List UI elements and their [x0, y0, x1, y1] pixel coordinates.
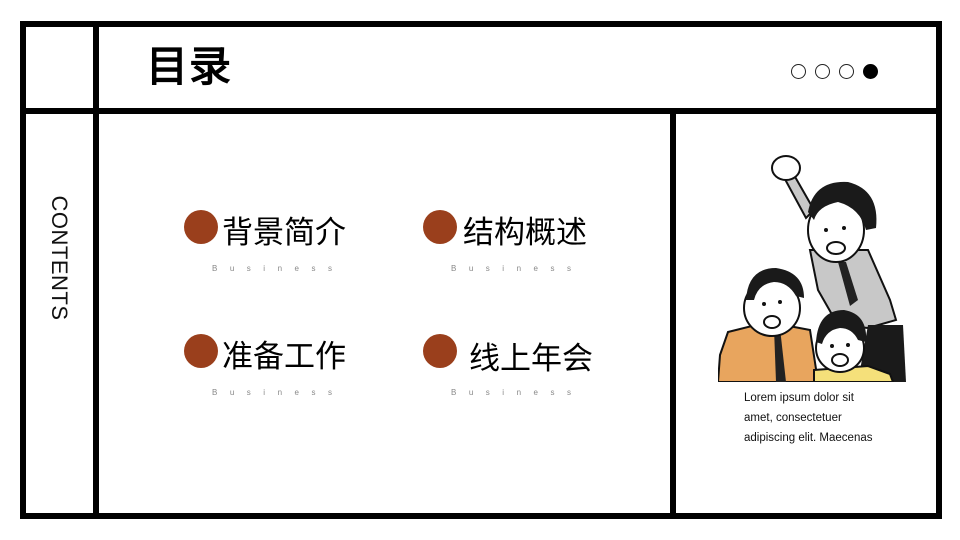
description-line: adipiscing elit. Maecenas [744, 432, 873, 444]
item-subtitle: Business [451, 264, 584, 273]
bullet-circle-icon [184, 334, 218, 368]
frame-left [20, 21, 26, 519]
frame-header-divider [20, 108, 942, 114]
page-dot-2[interactable] [815, 64, 830, 79]
page-dot-1[interactable] [791, 64, 806, 79]
frame-bottom [20, 513, 942, 519]
bullet-circle-icon [423, 334, 457, 368]
page-indicator [791, 64, 878, 79]
item-title: 背景简介 [222, 215, 346, 251]
item-title: 线上年会 [469, 341, 593, 377]
page-title: 目录 [146, 42, 233, 91]
sidebar-label: CONTENTS [47, 195, 72, 321]
item-subtitle: Business [212, 264, 345, 273]
item-title: 结构概述 [463, 215, 587, 251]
frame-top [20, 21, 942, 27]
bullet-circle-icon [184, 210, 218, 244]
side-panel-description: Lorem ipsum dolor sit amet, consectetuer… [744, 388, 914, 448]
item-subtitle: Business [212, 388, 345, 397]
frame-panel-divider [670, 108, 676, 519]
description-line: Lorem ipsum dolor sit [744, 392, 854, 404]
bullet-circle-icon [423, 210, 457, 244]
page-dot-4-active[interactable] [863, 64, 878, 79]
frame-right [936, 21, 942, 519]
page-dot-3[interactable] [839, 64, 854, 79]
cheering-people-illustration [718, 155, 906, 382]
description-line: amet, consectetuer [744, 412, 842, 424]
item-subtitle: Business [451, 388, 584, 397]
frame-sidebar-divider [93, 21, 99, 519]
item-title: 准备工作 [222, 339, 346, 375]
